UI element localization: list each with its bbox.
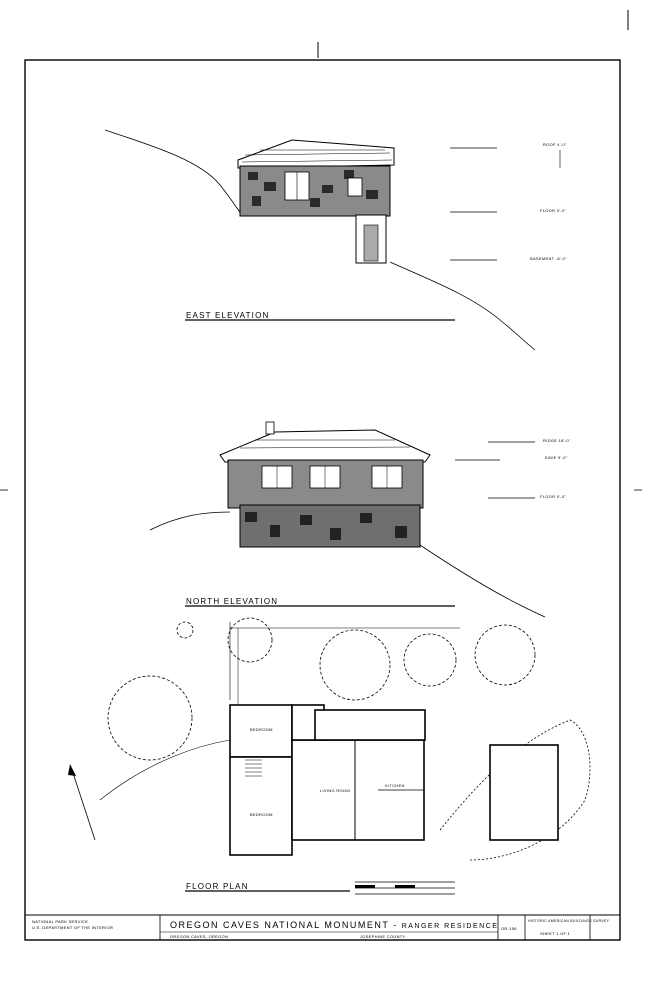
room-label-kitchen: KITCHEN	[385, 783, 405, 788]
north-eave-level-label: EAVE 9'-0"	[545, 455, 568, 460]
credit-line-1: NATIONAL PARK SERVICE	[32, 919, 89, 924]
title-block-location: OREGON CAVES, OREGON	[170, 934, 229, 939]
project-subtitle: RANGER RESIDENCE	[401, 923, 499, 930]
room-label-living-room: LIVING ROOM	[320, 788, 350, 793]
east-basement-level-label: BASEMENT -8'-0"	[530, 256, 567, 261]
north-floor-level-label: FLOOR 0'-0"	[540, 494, 567, 499]
east-floor-level-label: FLOOR 0'-0"	[540, 208, 567, 213]
north-elevation-drawing	[149, 421, 546, 618]
floor-plan-drawing	[68, 617, 591, 895]
north-elevation-title: NORTH ELEVATION	[186, 597, 279, 606]
east-elevation-title: EAST ELEVATION	[186, 311, 270, 320]
north-ridge-level-label: RIDGE 18'-0"	[543, 438, 571, 443]
east-elevation-drawing	[104, 129, 561, 351]
title-separator: -	[393, 920, 402, 930]
credit-line-2: U.S. DEPARTMENT OF THE INTERIOR	[32, 925, 114, 930]
floor-plan-title: FLOOR PLAN	[186, 882, 249, 891]
room-label-bedroom-north: BEDROOM	[250, 727, 273, 732]
title-block-county: JOSEPHINE COUNTY	[360, 934, 406, 939]
title-block-project: OREGON CAVES NATIONAL MONUMENT - RANGER …	[170, 920, 498, 930]
project-name: OREGON CAVES NATIONAL MONUMENT	[170, 920, 390, 930]
survey-number: OR-156	[501, 926, 517, 931]
survey-name: HISTORIC AMERICAN BUILDINGS SURVEY	[528, 919, 610, 923]
east-roof-level-label: ROOF 4'-0"	[543, 142, 567, 147]
sheet-number: SHEET 1 OF 1	[540, 931, 571, 936]
title-block	[24, 914, 621, 941]
room-label-bedroom-south: BEDROOM	[250, 812, 273, 817]
